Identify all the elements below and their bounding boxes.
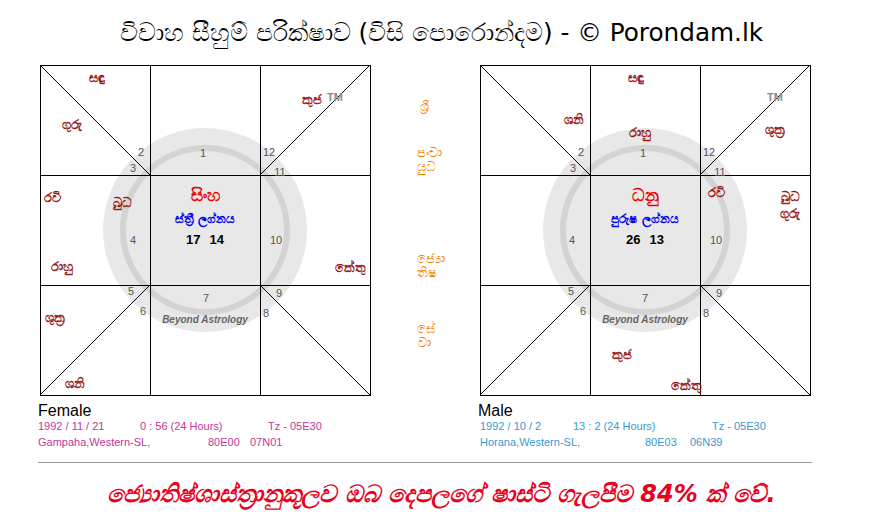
birth-detail: 80E00 [208,436,240,449]
result-caption: ජ්‍යොතිෂ්ශාස්ත්‍රානුකූලව ඔබ දෙපලගේ ෂාස්ට… [5,480,878,509]
house-number: 7 [203,292,209,304]
birth-detail: Horana,Western-SL, [480,436,580,449]
watermark-text: Beyond Astrology [602,314,688,325]
house-number: 12 [263,146,275,158]
lagna-cell: ධනු පුරුෂ ලග්නය 26 13 [590,175,700,285]
birth-detail: 1992 / 11 / 21 [38,420,104,433]
degree-row: 26 13 [626,232,664,247]
house-number: 8 [263,307,269,319]
birth-detail: Tz - 05E30 [712,420,766,433]
planet-name: ශුක්‍ර [765,123,785,137]
chart-box: Femaleසිංහස්ත්‍රී ලග්නය1714 [40,65,370,395]
page-title: විවාහ සීහුම් පරික්ෂාව (විසි පොරොන්දම) - … [0,18,883,47]
planet-name: ශනි [564,113,584,127]
degree-value: 13 [650,232,664,247]
chart-heading: Male [478,402,513,420]
vertical-brand: ජ්‍යොතිෂ [417,252,434,281]
chart-box: Maleධනුපුරුෂ ලග්නය2613 [480,65,810,395]
degree-value: 26 [626,232,640,247]
house-number: 4 [130,234,136,246]
vertical-brand: ශ්‍රී [417,100,434,114]
planet-name: රවි [708,186,725,200]
planet-name: කේතු [335,261,366,275]
house-number: 1 [640,147,646,159]
house-number: 2 [138,146,144,158]
planet-name: රාහු [629,126,651,140]
planet-name: බුධ [113,196,132,210]
house-number: 6 [580,305,586,317]
rasi-grid [40,65,811,396]
planet-name: කුජ [302,93,322,107]
birth-detail: 06N39 [690,436,722,449]
house-number: 12 [703,146,715,158]
house-number: 9 [276,287,282,299]
sign-name: සිංහ [191,185,220,206]
birth-detail: 0 : 56 (24 Hours) [140,420,223,433]
planet-name: ශනි [65,377,85,391]
planet-name: ශුක්‍ර [45,311,65,325]
watermark-logo [103,128,747,332]
watermark-mark: TM [767,91,783,103]
planet-name: රවි [44,191,61,205]
watermark-text: Beyond Astrology [162,314,248,325]
planet-name: කුජ [612,348,632,362]
planet-name: රාහු [51,260,73,274]
watermark-mark: TM [327,91,343,103]
degree-row: 1714 [186,232,224,247]
house-number: 10 [270,234,282,246]
house-number: 4 [569,234,575,246]
planet-name: ගුරු [62,118,82,132]
lagna-cell: සිංහස්ත්‍රී ලග්නය1714 [150,175,260,285]
house-number: 8 [703,307,709,319]
planet-name: බුධ [781,190,800,204]
birth-detail: 80E03 [645,436,677,449]
house-number: 2 [578,146,584,158]
sign-name: ධනු [632,185,659,206]
house-number: 1 [200,147,206,159]
house-number: 9 [716,287,722,299]
separator-line [38,462,812,463]
chart-heading: Female [38,402,91,420]
vertical-brand: සේවා [417,322,434,351]
house-number: 11 [274,166,285,178]
planet-name: සඳු [628,71,644,85]
house-number: 5 [128,285,134,297]
birth-detail: 07N01 [250,436,282,449]
lagna-label: පුරුෂ ලග්නය [611,212,678,228]
birth-detail: Gampaha,Western-SL, [38,436,150,449]
planet-name: ගුරු [780,207,800,221]
house-number: 11 [714,166,725,178]
house-number: 5 [568,285,574,297]
planet-name: කේතු [671,379,702,393]
planet-name: සඳු [89,71,105,85]
house-number: 3 [570,162,576,174]
house-number: 7 [642,292,648,304]
house-number: 10 [710,234,722,246]
birth-detail: Tz - 05E30 [268,420,322,433]
birth-detail: 13 : 2 (24 Hours) [573,420,656,433]
degree-value: 17 [186,232,200,247]
degree-value: 14 [210,232,224,247]
house-number: 6 [140,305,146,317]
house-number: 3 [130,162,136,174]
birth-detail: 1992 / 10 / 2 [480,420,541,433]
vertical-brand: පංචායුධ [417,146,434,175]
lagna-label: ස්ත්‍රී ලග්නය [175,212,235,228]
